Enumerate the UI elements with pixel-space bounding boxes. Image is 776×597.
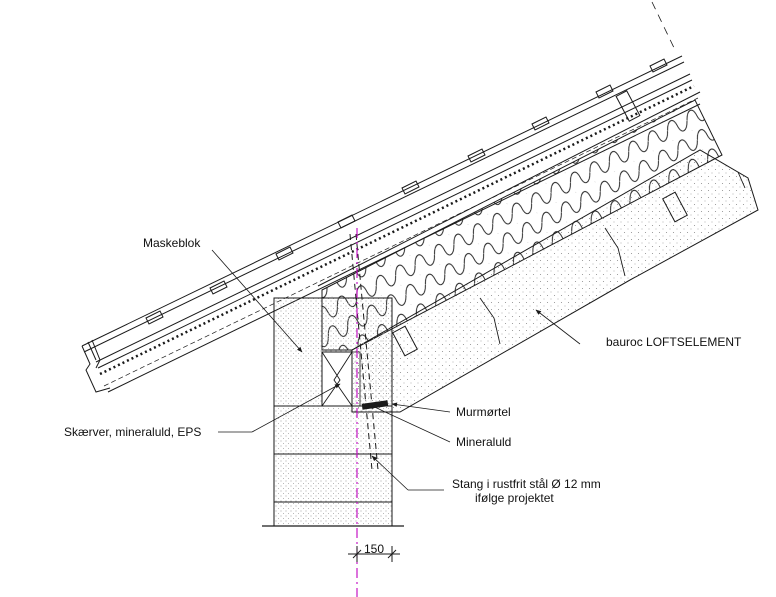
- label-maskeblok: Maskeblok: [143, 236, 201, 250]
- label-murmortel: Murmørtel: [456, 405, 511, 419]
- roof-batten-dashes: [99, 84, 695, 376]
- element-joint: [604, 227, 626, 277]
- label-stang-line1: Stang i rustfrit stål Ø 12 mm: [452, 477, 601, 491]
- anchor-bracket: [392, 90, 688, 357]
- fill-box-hatch: [333, 351, 353, 407]
- element-joint: [479, 297, 501, 345]
- mineral-wool-strip: [351, 351, 361, 407]
- dimension-150: [348, 546, 400, 562]
- roof-membrane-line: [103, 97, 699, 387]
- roof-deck-line: [83, 61, 685, 353]
- label-mineraluld: Mineraluld: [456, 435, 511, 449]
- fill-box-hatch: [321, 351, 341, 407]
- element-joint: [737, 171, 746, 189]
- dimension-label: 150: [364, 542, 384, 556]
- label-skaerver: Skærver, mineraluld, EPS: [64, 425, 201, 439]
- label-stang-line2: ifølge projektet: [475, 491, 554, 505]
- label-loftselement: bauroc LOFTSELEMENT: [606, 335, 742, 349]
- roof-deck-line: [97, 79, 693, 369]
- leader-lines: [211, 249, 581, 491]
- masonry-wall: [273, 297, 393, 527]
- dashed-guide-line: [651, 1, 677, 53]
- roof-deck-line: [95, 73, 691, 363]
- roof-tile-clips: [145, 58, 668, 325]
- insulation-top-line: [317, 91, 701, 287]
- roof-underside-line: [107, 103, 701, 393]
- roof-deck-line: [81, 55, 683, 347]
- eave-end: [81, 339, 111, 393]
- fill-box: [321, 351, 353, 407]
